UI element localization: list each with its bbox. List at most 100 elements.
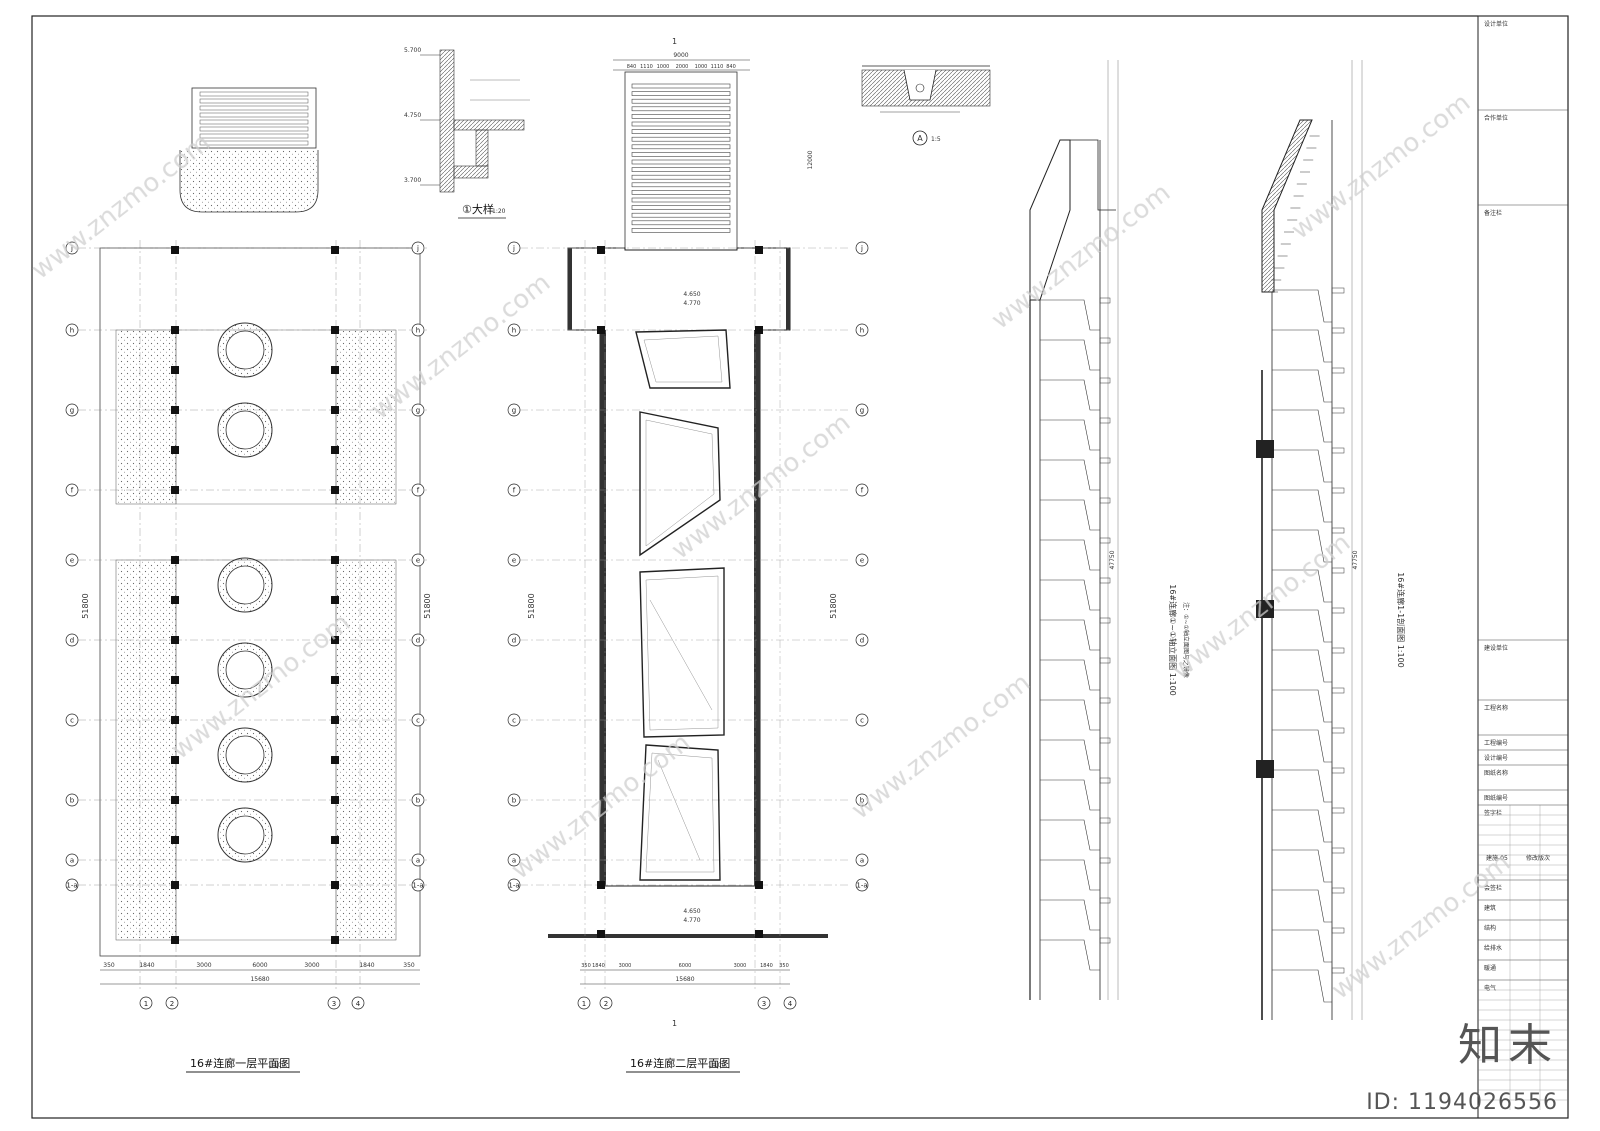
stair-tread	[199, 91, 309, 97]
axis-bubble	[65, 483, 79, 497]
axis-bubble	[411, 633, 425, 647]
rib	[1272, 729, 1332, 763]
dim-text: 1000	[695, 64, 708, 70]
axis-label: 3	[762, 1000, 766, 1008]
tb-drawing-no: 建施-05	[1486, 854, 1508, 862]
axis-label: 1-a	[412, 882, 423, 890]
stair-tread	[199, 126, 309, 132]
dim-text: 6000	[679, 963, 692, 969]
dim-text: 6000	[252, 962, 267, 969]
section-total: 47750	[1352, 550, 1359, 569]
rib	[1272, 809, 1332, 843]
rib-bracket	[1099, 777, 1111, 784]
detailA-bubble: A	[917, 134, 923, 143]
tb-row-label: 给排水	[1484, 944, 1502, 952]
tb-row-label: 建筑	[1484, 904, 1496, 912]
rib	[1040, 499, 1100, 531]
detail1-scale: 1:20	[492, 208, 506, 215]
plan2-total-length: 51800	[527, 593, 536, 618]
rib-bracket	[1331, 607, 1345, 614]
stair-tread	[631, 98, 731, 104]
detailA-scale: 1:5	[931, 136, 941, 143]
axis-bubble	[411, 553, 425, 567]
rib-bracket	[1099, 497, 1111, 504]
stair-tread	[199, 112, 309, 118]
dim-text: 1110	[711, 64, 724, 70]
watermark-layer: www.znzmo.comwww.znzmo.comwww.znzmo.comw…	[26, 88, 1516, 1006]
stair-tread	[631, 212, 731, 218]
axis-bubble	[165, 996, 179, 1010]
plan2-level-bot: 4.650	[683, 908, 700, 915]
tb-row-label: 签字栏	[1484, 809, 1502, 817]
plan2-section-mark-top: 1	[672, 37, 677, 46]
rib	[1272, 849, 1332, 883]
axis-bubble	[351, 996, 365, 1010]
axis-label: d	[512, 637, 516, 645]
stair-tread	[631, 190, 731, 195]
rib	[1040, 739, 1100, 771]
column	[171, 676, 179, 684]
axis-label: 2	[170, 1000, 174, 1008]
plan1-total-length-right: 51800	[423, 593, 432, 618]
axis-label: a	[70, 857, 74, 865]
plan2-scale: 1:100	[708, 1062, 725, 1069]
plan2-total-width: 15680	[675, 976, 694, 983]
axis-label: 2	[604, 1000, 608, 1008]
axis-label: 1	[144, 1000, 148, 1008]
plan2-top-width: 9000	[673, 52, 688, 59]
dim-text: 350	[103, 962, 115, 969]
detail-a-joint: A 1:5	[861, 65, 991, 146]
rib	[1272, 889, 1332, 923]
stair-tread	[631, 83, 731, 89]
axis-bubble	[65, 403, 79, 417]
detail-1-section: 5.700 4.750 3.700 ①大样 1:20	[404, 47, 530, 219]
axis-bubble	[599, 996, 613, 1010]
detail1-level-mid: 4.750	[404, 112, 421, 119]
axis-bubble	[507, 483, 521, 497]
rib	[1040, 299, 1100, 331]
axis-label: a	[512, 857, 516, 865]
dim-text: 3000	[196, 962, 211, 969]
axis-bubble	[65, 793, 79, 807]
axis-bubble	[65, 878, 79, 892]
rib	[1040, 579, 1100, 611]
rib	[1272, 369, 1332, 403]
tb-row-label: 会签栏	[1484, 884, 1502, 892]
axis-label: 1-a	[66, 882, 77, 890]
axis-bubble	[855, 403, 869, 417]
rib	[1272, 489, 1332, 523]
section-title: 16#连廊1-1剖面图 1:100	[1396, 572, 1406, 668]
column	[171, 756, 179, 764]
axis-label: e	[512, 557, 516, 565]
dim-text: 3000	[619, 963, 632, 969]
column	[331, 326, 339, 334]
plan2-level-top: 4.650	[683, 291, 700, 298]
rib-bracket	[1331, 927, 1345, 934]
axis-bubble	[139, 996, 153, 1010]
axis-label: b	[512, 797, 517, 805]
plan2-title: 16#连廊二层平面图	[630, 1056, 730, 1070]
axis-bubble	[411, 483, 425, 497]
rib-bracket	[1099, 937, 1111, 944]
axis-label: c	[416, 717, 420, 725]
axis-bubble	[411, 403, 425, 417]
stair-tread	[631, 144, 731, 150]
plan1-total-length: 51800	[81, 593, 90, 618]
stair-tread	[631, 220, 731, 226]
rib-bracket	[1099, 457, 1111, 464]
stair-tread	[631, 228, 731, 233]
plan2-level-top2: 4.770	[683, 300, 700, 307]
axis-bubble	[855, 633, 869, 647]
rib	[1040, 459, 1100, 491]
axis-label: g	[860, 407, 864, 415]
axis-label: b	[860, 797, 865, 805]
axis-label: 1-a	[508, 882, 519, 890]
planter-inner	[225, 330, 265, 370]
axis-label: h	[70, 327, 74, 335]
dim-text: 3000	[304, 962, 319, 969]
axis-label: j	[70, 245, 73, 253]
column	[331, 881, 339, 889]
rib-bracket	[1331, 407, 1345, 414]
column	[171, 836, 179, 844]
